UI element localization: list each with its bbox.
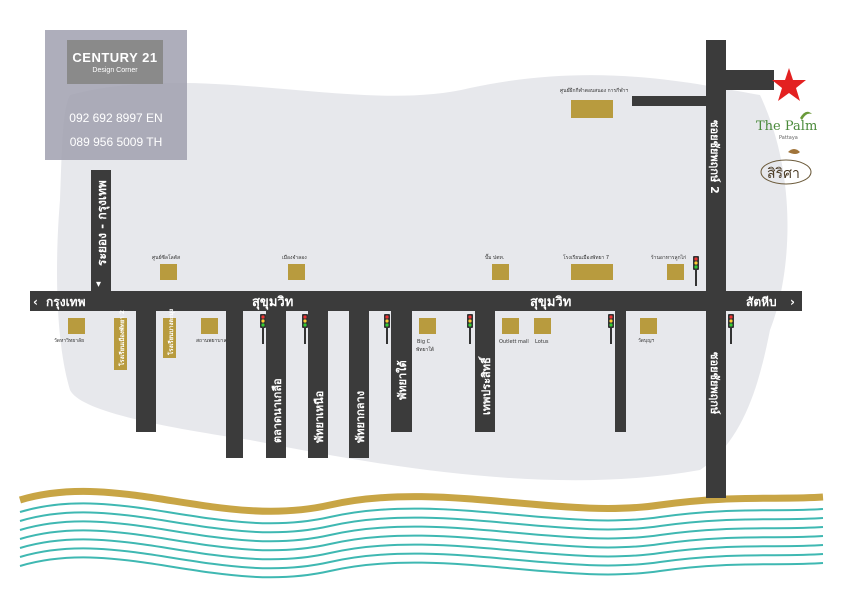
label-outlet: Outlett mall <box>499 339 529 345</box>
palm-leaf-icon <box>800 111 812 120</box>
top-west-road <box>632 96 708 106</box>
road-label-rayong-bangkok: ระยอง - กรุงเทพ <box>95 180 110 266</box>
road-label-north-pattaya: พัทยาเหนือ <box>313 391 326 443</box>
label-north-1: ศูนย์ซีลโลตัส <box>152 254 180 261</box>
label-big-c: Big C <box>417 339 431 345</box>
plot-outlet <box>502 318 519 334</box>
south-road-central-pattaya <box>349 310 369 458</box>
label-big-c-2: พัทยาใต้ <box>416 346 434 353</box>
road-label-sukhumvit-2: สุขุมวิท <box>530 295 571 310</box>
arrow-right-icon: › <box>790 295 795 309</box>
traffic-light-icon <box>728 314 734 344</box>
roads <box>30 40 802 498</box>
south-road-north-pattaya <box>308 310 328 458</box>
phone-en[interactable]: 092 692 8997 EN <box>69 111 163 125</box>
top-east-road <box>706 70 774 90</box>
siri-logo-text: สิริศา <box>767 166 800 182</box>
plot-north-4 <box>571 264 613 280</box>
label-south-h: วัดบุญฯ <box>638 338 654 344</box>
south-road-naklua <box>266 310 286 458</box>
left-vertical-road <box>91 170 111 291</box>
bird-icon <box>788 149 800 154</box>
plot-school-banglamung <box>163 318 176 358</box>
label-north-4: โรงเรียนเมืองพัทยา 7 <box>563 254 609 261</box>
south-road-1 <box>136 310 156 432</box>
label-lotus: Lotus <box>535 339 549 345</box>
road-label-bangkok: กรุงเทพ <box>46 295 86 310</box>
traffic-light-icon <box>384 314 390 344</box>
traffic-light-icon <box>467 314 473 344</box>
road-label-central-pattaya: พัทยากลาง <box>354 391 367 443</box>
arrow-down-icon: ▾ <box>96 279 101 290</box>
sukhumvit-road <box>30 291 802 311</box>
label-sport-center: ศูนย์ฝึกกีฬาตอบสนอง การกีฬาฯ <box>560 87 628 94</box>
south-road-east <box>615 310 626 432</box>
road-label-soi-2: ซอยชัยพฤกษ์ 2 <box>708 120 721 194</box>
project-logo-name: The Palm <box>756 119 817 134</box>
agency-subtitle: Design Corner <box>92 67 138 74</box>
agency-card: CENTURY 21 Design Corner 092 692 8997 EN… <box>45 30 187 160</box>
label-school-2: โรงเรียนเมืองพัทยา 2 <box>118 310 126 367</box>
label-north-5: ร้านอาหารลูกไก่ <box>651 254 686 261</box>
plot-south-a <box>68 318 85 334</box>
sea-waves <box>18 487 824 579</box>
project-logo-the-palm: The Palm Pattaya <box>756 111 817 141</box>
project-logo-siri: สิริศา <box>760 149 812 185</box>
plot-north-2 <box>288 264 305 280</box>
road-label-naklua: ตลาดนาเกลือ <box>271 378 284 443</box>
traffic-lights <box>260 256 734 344</box>
soi-chaiyaphruek-2-road <box>706 40 726 292</box>
plot-school-2 <box>114 318 127 370</box>
traffic-light-icon <box>260 314 266 344</box>
road-label-sukhumvit-1: สุขุมวิท <box>252 295 293 310</box>
plot-north-3 <box>492 264 509 280</box>
road-label-soi: ซอยชัยพฤกษ์ <box>708 352 721 415</box>
plot-big-c <box>419 318 436 334</box>
label-north-2: เมืองจำลอง <box>282 254 307 261</box>
south-road-thepprasit <box>475 310 495 432</box>
label-south-a: วัดหาวิทยาลัย <box>54 337 84 344</box>
label-north-3: ปั๊ม ปตท. <box>485 253 505 261</box>
plot-south-d <box>201 318 218 334</box>
road-label-sattahip: สัตหีบ <box>746 295 777 309</box>
label-south-d: สถานพยาบาล <box>196 338 226 344</box>
phone-th[interactable]: 089 956 5009 TH <box>69 135 163 149</box>
south-road-south-pattaya <box>391 310 412 432</box>
traffic-light-icon <box>302 314 308 344</box>
label-school-banglamung: โรงเรียนบางละมุง <box>167 309 175 356</box>
destination-star-icon <box>772 68 806 101</box>
south-road-2 <box>226 310 243 458</box>
traffic-light-icon <box>608 314 614 344</box>
road-label-thepprasit: เทพประสิทธิ์ <box>478 356 493 415</box>
plot-lotus <box>534 318 551 334</box>
soi-chaiyaphruek-road <box>706 310 726 498</box>
plot-north-1 <box>160 264 177 280</box>
agency-name: CENTURY 21 <box>72 50 158 65</box>
plot-south-h <box>640 318 657 334</box>
project-logo-sub: Pattaya <box>779 135 798 141</box>
agency-logo: CENTURY 21 Design Corner <box>67 40 163 84</box>
plot-north-5 <box>667 264 684 280</box>
traffic-light-icon <box>693 256 699 286</box>
arrow-left-icon: ‹ <box>33 295 38 309</box>
road-label-south-pattaya: พัทยาใต้ <box>395 360 409 400</box>
plot-sport-center <box>571 100 613 118</box>
